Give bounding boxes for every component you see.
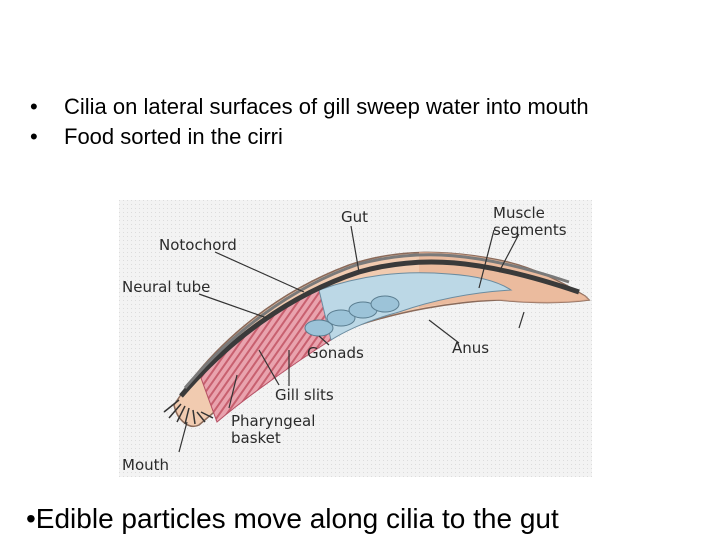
leader-lines xyxy=(178,225,525,453)
label-gut: Gut xyxy=(341,208,368,226)
label-neural-tube: Neural tube xyxy=(122,278,210,296)
label-pharyngeal-basket: basket xyxy=(231,429,281,447)
neural-tube xyxy=(183,253,570,389)
bullet-text: Food sorted in the cirri xyxy=(64,124,283,149)
bullet-dot: • xyxy=(30,94,38,119)
label-muscle-segments: segments xyxy=(493,221,567,239)
label-gonads: Gonads xyxy=(307,344,364,362)
bullet-text: Cilia on lateral surfaces of gill sweep … xyxy=(64,94,589,119)
label-mouth: Mouth xyxy=(122,456,169,474)
label-anus: Anus xyxy=(452,339,489,357)
bullet-item: • Food sorted in the cirri xyxy=(30,124,670,150)
label-gill-slits: Gill slits xyxy=(275,386,334,404)
bullet-item: • Cilia on lateral surfaces of gill swee… xyxy=(30,94,670,120)
bullet-dot: • xyxy=(30,124,38,149)
bottom-statement: •Edible particles move along cilia to th… xyxy=(26,503,559,534)
gut xyxy=(318,272,513,341)
label-pharyngeal-basket: Pharyngeal xyxy=(231,412,315,430)
oral-cirri xyxy=(163,399,214,425)
label-notochord: Notochord xyxy=(159,236,237,254)
label-muscle-segments: Muscle xyxy=(493,204,545,222)
diagram-canvas: Gut Muscle segments Notochord Neural tub… xyxy=(119,200,592,477)
lancelet-anatomy-diagram: Gut Muscle segments Notochord Neural tub… xyxy=(119,200,592,477)
bullet-list: • Cilia on lateral surfaces of gill swee… xyxy=(30,94,670,154)
